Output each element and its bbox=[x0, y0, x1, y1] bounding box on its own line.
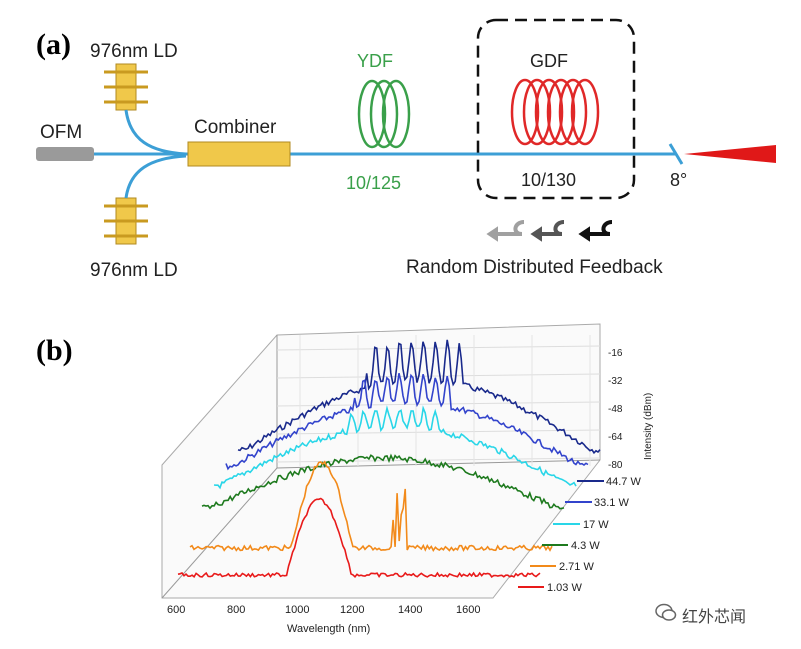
x-tick-800: 800 bbox=[227, 604, 245, 616]
output-beam bbox=[684, 145, 776, 163]
panel-b-label: (b) bbox=[36, 334, 73, 367]
spectrum-17-w bbox=[213, 405, 577, 490]
series-label-1-03: 1.03 W bbox=[547, 582, 582, 594]
ofm-component bbox=[36, 147, 94, 161]
spectra-group bbox=[177, 339, 601, 579]
ydf-spec-label: 10/125 bbox=[346, 173, 401, 193]
gdf-coil bbox=[510, 78, 600, 146]
ld-top-label: 976nm LD bbox=[90, 41, 178, 62]
z-tick-32: -32 bbox=[608, 376, 623, 387]
grid-line bbox=[276, 345, 601, 351]
z-tick-16: -16 bbox=[608, 348, 623, 359]
gdf-spec-label: 10/130 bbox=[521, 170, 576, 190]
x-axis-label: Wavelength (nm) bbox=[287, 623, 370, 635]
x-axis: 600 800 1000 1200 1400 1600 bbox=[167, 604, 480, 616]
x-tick-600: 600 bbox=[167, 604, 185, 616]
x-tick-1000: 1000 bbox=[285, 604, 309, 616]
angled-cleave bbox=[668, 143, 684, 165]
z-axis: -16 -32 -48 -64 -80 bbox=[608, 348, 623, 471]
series-label-44-7: 44.7 W bbox=[606, 476, 641, 488]
series-label-4-3: 4.3 W bbox=[571, 540, 600, 552]
grid-line bbox=[276, 457, 601, 463]
gdf-label: GDF bbox=[530, 51, 568, 71]
ld-bottom-label: 976nm LD bbox=[90, 260, 178, 281]
z-tick-48: -48 bbox=[608, 404, 623, 415]
feedback-label: Random Distributed Feedback bbox=[406, 257, 663, 278]
ydf-coil bbox=[357, 79, 411, 149]
z-tick-64: -64 bbox=[608, 432, 623, 443]
spectrum-1-03-w bbox=[177, 497, 541, 579]
x-tick-1200: 1200 bbox=[340, 604, 364, 616]
grid-line bbox=[276, 373, 601, 379]
z-tick-80: -80 bbox=[608, 460, 623, 471]
series-label-2-71: 2.71 W bbox=[559, 561, 594, 573]
grid-line bbox=[276, 401, 601, 407]
laser-diode-bottom bbox=[104, 197, 148, 245]
laser-diode-top bbox=[104, 63, 148, 111]
gdf-dashed-box bbox=[476, 18, 636, 200]
combiner-component bbox=[187, 141, 291, 167]
x-tick-1600: 1600 bbox=[456, 604, 480, 616]
spectrum-33-1-w bbox=[225, 373, 589, 471]
angle-label: 8° bbox=[670, 170, 687, 190]
spectrum-2-71-w bbox=[189, 460, 553, 552]
wechat-icon bbox=[655, 603, 677, 621]
ydf-label: YDF bbox=[357, 51, 393, 71]
series-label-17: 17 W bbox=[583, 519, 609, 531]
combiner-label: Combiner bbox=[194, 117, 277, 138]
z-axis-label: Intensity (dBm) bbox=[643, 393, 654, 460]
panel-a-label: (a) bbox=[36, 28, 71, 61]
grid-line bbox=[276, 429, 601, 435]
watermark-text: 红外芯闻 bbox=[682, 607, 747, 626]
spectrum-4-3-w bbox=[201, 453, 565, 510]
feedback-arrows bbox=[486, 220, 613, 242]
ofm-label: OFM bbox=[40, 122, 82, 143]
x-tick-1400: 1400 bbox=[398, 604, 422, 616]
plot-grid bbox=[276, 335, 601, 466]
series-labels: 44.7 W 33.1 W 17 W 4.3 W 2.71 W 1.03 W bbox=[518, 476, 641, 594]
spectrum-44-7-w bbox=[237, 339, 601, 455]
pump-fiber-top bbox=[124, 109, 187, 156]
series-label-33-1: 33.1 W bbox=[594, 497, 629, 509]
pump-fiber-bottom bbox=[124, 154, 187, 199]
